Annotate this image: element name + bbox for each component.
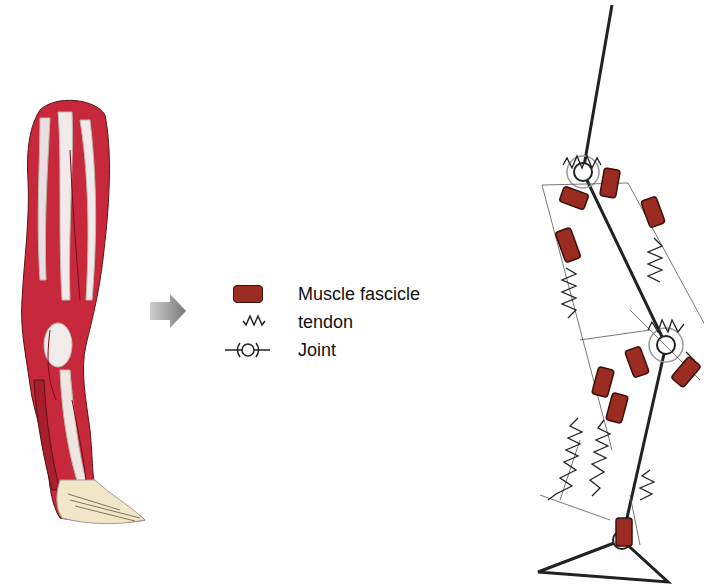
legend-swatch: [233, 285, 263, 303]
legend-label: Joint: [298, 340, 336, 360]
legend-label: Muscle fascicle: [298, 284, 420, 304]
tendon-symbol: [243, 316, 265, 325]
legend-label: tendon: [298, 312, 353, 332]
anatomical-leg: [22, 100, 145, 523]
musculoskeletal-model: [538, 5, 704, 582]
joint-symbol: [225, 343, 270, 357]
muscle-fascicles: [555, 168, 701, 546]
transform-arrow: [150, 294, 186, 328]
